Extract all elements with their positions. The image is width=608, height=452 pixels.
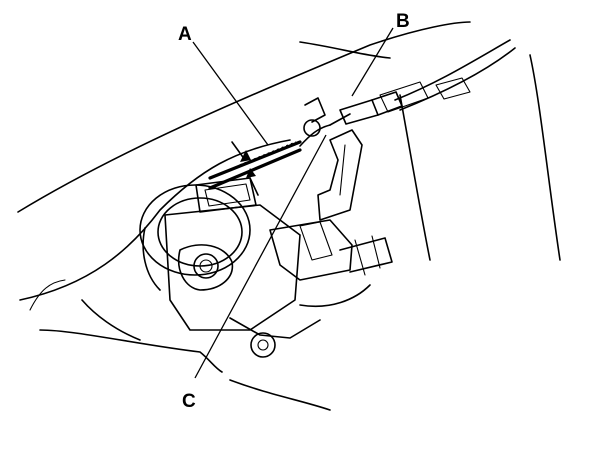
callout-label-c: C (182, 391, 196, 412)
leader-lines (192, 27, 394, 379)
throttle-cable (208, 91, 403, 190)
engine-bay-outline (17, 21, 561, 411)
callout-label-a: A (178, 24, 192, 45)
cable-bracket (317, 129, 363, 221)
cable-housing (379, 39, 516, 113)
throttle-body (139, 177, 393, 358)
callout-label-b: B (396, 11, 410, 32)
adjustment-arrows (231, 141, 259, 196)
